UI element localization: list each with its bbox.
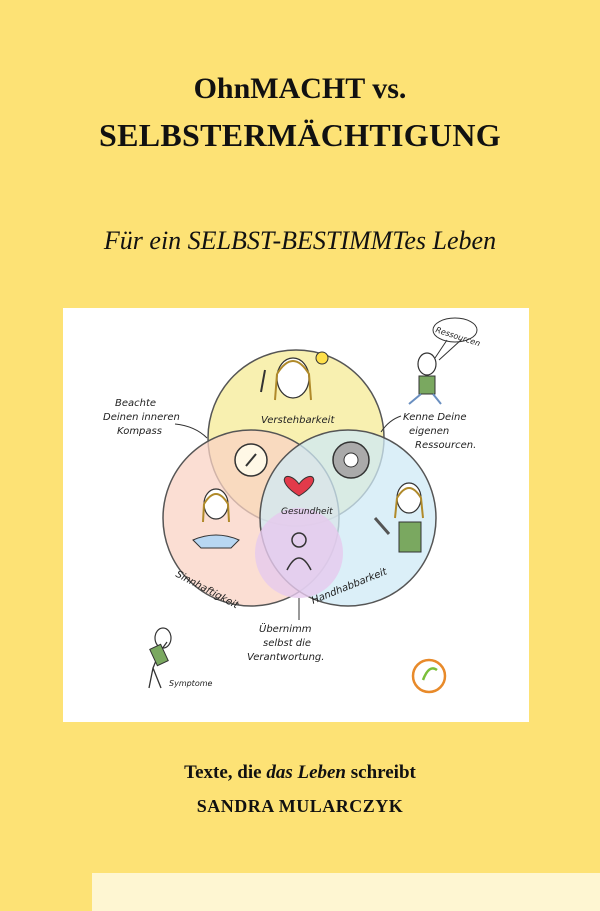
compass-icon xyxy=(234,443,268,477)
subtitle: Für ein SELBST-BESTIMMTes Leben xyxy=(103,226,497,255)
gear-icon xyxy=(332,441,370,479)
note-bottom-line-1: Übernimm xyxy=(259,622,312,635)
label-symptome: Symptome xyxy=(169,679,213,688)
cover-illustration: Verstehbarkeit Gesundheit Sinnhaftigkeit… xyxy=(63,308,529,722)
note-left-line-2: Deinen inneren xyxy=(103,412,180,423)
author-name: SANDRA MULARCZYK xyxy=(196,796,404,816)
note-right-line-2: eigenen xyxy=(409,426,449,437)
note-left-line-3: Kompass xyxy=(117,426,162,437)
heart-hands-icon xyxy=(283,475,315,497)
bottom-strip xyxy=(92,873,600,911)
note-bottom-line-3: Verantwortung. xyxy=(247,652,324,663)
venn-diagram: Verstehbarkeit Gesundheit Sinnhaftigkeit… xyxy=(103,317,481,694)
tagline-emphasis: das Leben xyxy=(266,762,346,783)
bent-woman-icon xyxy=(148,627,172,689)
balloon-woman-icon xyxy=(408,317,478,405)
meditating-woman-icon xyxy=(192,488,240,549)
title-line-1: OhnMACHT vs. xyxy=(193,72,407,105)
arrow-left xyxy=(174,423,208,439)
child-figure-icon xyxy=(286,532,312,571)
note-bottom-line-2: selbst die xyxy=(263,638,311,649)
label-verstehbarkeit: Verstehbarkeit xyxy=(261,415,335,426)
note-right-line-3: Ressourcen. xyxy=(415,440,476,451)
woman-wrench-icon xyxy=(373,482,424,553)
title-line-2: SELBSTERMÄCHTIGUNG xyxy=(99,117,501,153)
note-left-line-1: Beachte xyxy=(115,398,156,409)
arrow-right xyxy=(380,415,402,433)
woman-thinking-icon xyxy=(260,351,329,401)
tagline-pre: Texte, die xyxy=(184,762,267,783)
logo-icon xyxy=(411,658,447,694)
center-purple-area xyxy=(255,508,343,598)
label-gesundheit: Gesundheit xyxy=(281,507,333,517)
tagline: Texte, die das Leben schreibt xyxy=(0,762,600,784)
note-right-line-1: Kenne Deine xyxy=(403,412,466,423)
tagline-post: schreibt xyxy=(346,762,416,783)
